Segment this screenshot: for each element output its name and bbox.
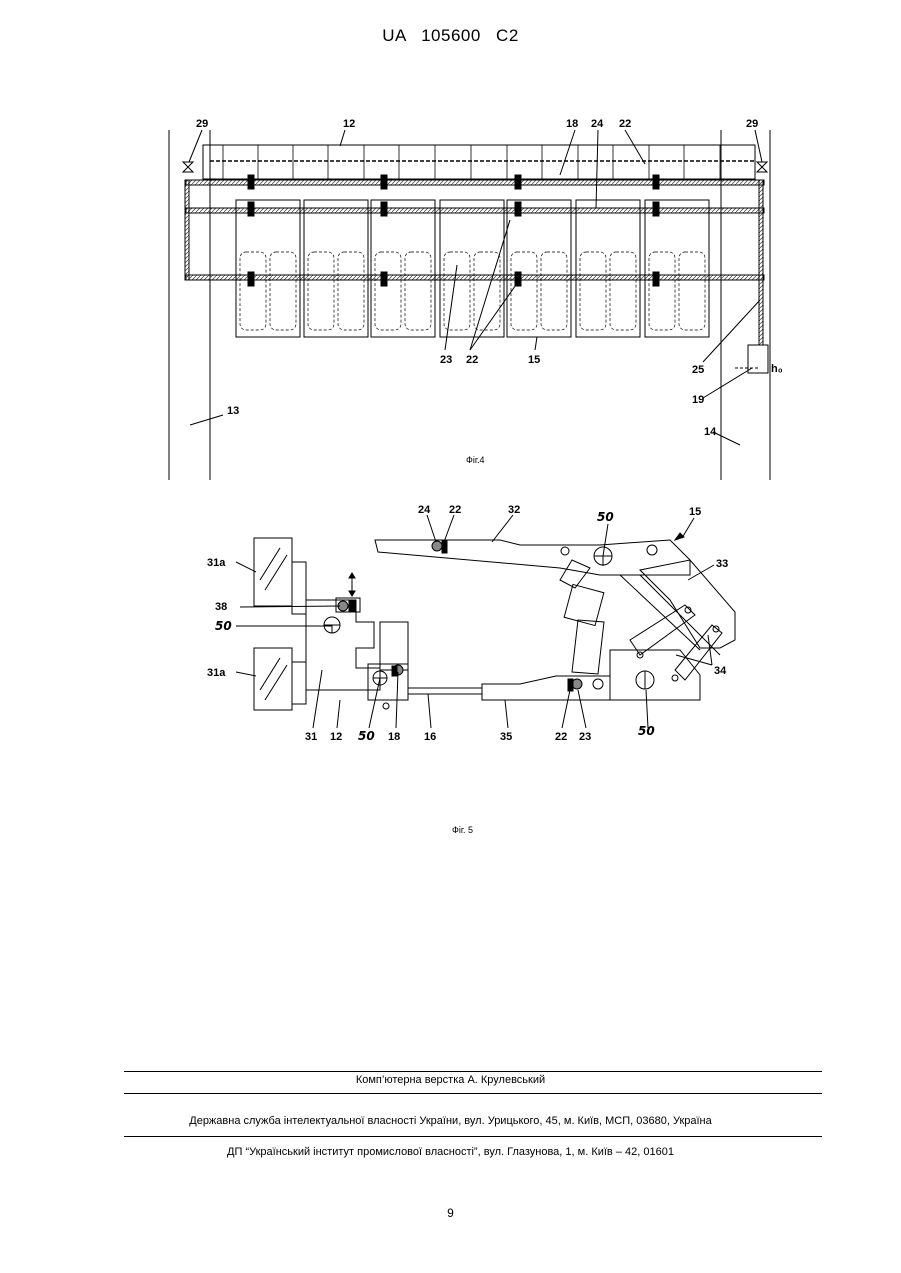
fig5-label-50-left: 50	[215, 619, 232, 633]
institute-address: ДП “Український інститут промислової вла…	[0, 1146, 901, 1158]
figure-5-caption: Фіг. 5	[452, 825, 473, 835]
fig5-label-23: 23	[579, 731, 591, 743]
fig5-label-16: 16	[424, 731, 436, 743]
fig5-label-12: 12	[330, 731, 342, 743]
fig5-label-34: 34	[714, 665, 727, 677]
page-number: 9	[0, 1206, 901, 1220]
fig5-label-35: 35	[500, 731, 512, 743]
typesetting-credit: Комп’ютерна верстка А. Крулевський	[0, 1074, 901, 1086]
fig5-label-50-right: 50	[638, 724, 655, 738]
footer-rule-top	[124, 1071, 822, 1072]
fig5-label-32: 32	[508, 504, 520, 516]
fig5-label-50-top: 50	[597, 510, 614, 524]
fig5-label-24: 24	[418, 504, 431, 516]
fig5-label-22-top: 22	[449, 504, 461, 516]
footer-rule-bottom	[124, 1136, 822, 1137]
footer-rule-middle	[124, 1093, 822, 1094]
figure-5-drawing: 24 22 32 15 33 31a 38 31a 34 31 12 18 16…	[0, 0, 901, 790]
agency-address: Державна служба інтелектуальної власност…	[0, 1115, 901, 1127]
fig5-label-15: 15	[689, 506, 701, 518]
fig5-label-33: 33	[716, 558, 728, 570]
fig5-label-50-mid: 50	[358, 729, 375, 743]
fig5-label-31: 31	[305, 731, 317, 743]
fig5-label-31a-top: 31a	[207, 557, 226, 569]
fig5-label-22-bottom: 22	[555, 731, 567, 743]
fig5-label-18: 18	[388, 731, 400, 743]
fig5-label-38: 38	[215, 601, 227, 613]
fig5-label-31a-bottom: 31a	[207, 667, 226, 679]
